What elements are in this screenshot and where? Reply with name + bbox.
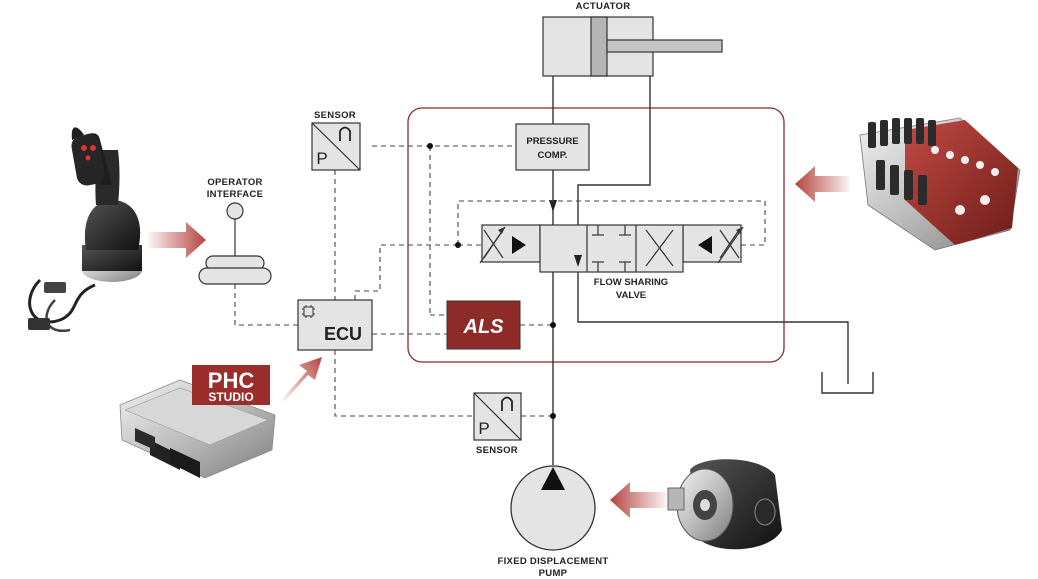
tank-symbol — [821, 372, 874, 394]
joystick-photo — [28, 127, 142, 333]
arrow-ecu-hardware-to-ecu — [283, 357, 322, 402]
als-label: ALS — [463, 316, 505, 338]
als-box — [446, 300, 521, 350]
flow-sharing-valve-label-2: VALVE — [616, 290, 646, 301]
pressure-compensator — [515, 123, 590, 171]
phc-studio-badge: PHC STUDIO — [192, 365, 270, 405]
return-flow-arrow — [574, 255, 582, 267]
ecu-label: ECU — [324, 324, 362, 344]
flow-sharing-valve-label-1: FLOW SHARING — [594, 277, 668, 288]
signal-line-operator-ecu — [234, 284, 298, 326]
studio-label: STUDIO — [208, 390, 253, 404]
sensor-bottom: P — [473, 392, 522, 441]
valve-assembly-frame — [407, 107, 785, 363]
fixed-displacement-pump — [510, 465, 596, 551]
junction-dot-4 — [550, 413, 556, 419]
pressure-flow-arrow — [549, 200, 557, 212]
sensor-bottom-label: SENSOR — [476, 445, 518, 456]
signal-line-ecu-sensor-bottom — [334, 350, 474, 417]
phc-label: PHC — [208, 368, 255, 393]
signal-line-ecu-valve — [354, 244, 458, 300]
ecu-hardware-photo: PHC STUDIO — [119, 365, 276, 479]
operator-interface-symbol — [198, 202, 272, 285]
operator-interface-label-2: INTERFACE — [207, 189, 264, 200]
gear-pump-photo — [667, 459, 782, 550]
sensor-top: P — [311, 122, 361, 171]
junction-dot-3 — [550, 322, 556, 328]
pump-label-2: PUMP — [539, 568, 568, 579]
junction-dot-1 — [427, 143, 433, 149]
pump-label-1: FIXED DISPLACEMENT — [498, 556, 609, 567]
sensor-top-p: P — [316, 149, 327, 168]
flow-sharing-valve — [479, 224, 744, 273]
operator-interface-label-1: OPERATOR — [207, 177, 262, 188]
sensor-bottom-p: P — [478, 419, 489, 438]
pilot-line-valve-loop — [457, 200, 766, 246]
sensor-top-label: SENSOR — [314, 110, 356, 121]
arrow-pump-photo-to-pump — [610, 482, 667, 518]
valve-block-photo — [859, 117, 1021, 251]
junction-dot-2 — [455, 242, 461, 248]
ecu-box — [297, 299, 373, 351]
arrow-valve-to-frame — [795, 166, 850, 202]
arrow-joystick-to-operator — [148, 222, 206, 258]
pressure-comp-label-2: COMP. — [538, 150, 568, 161]
pressure-comp-label-1: PRESSURE — [526, 136, 578, 147]
actuator-label: ACTUATOR — [576, 1, 631, 12]
actuator-cylinder — [542, 16, 723, 77]
